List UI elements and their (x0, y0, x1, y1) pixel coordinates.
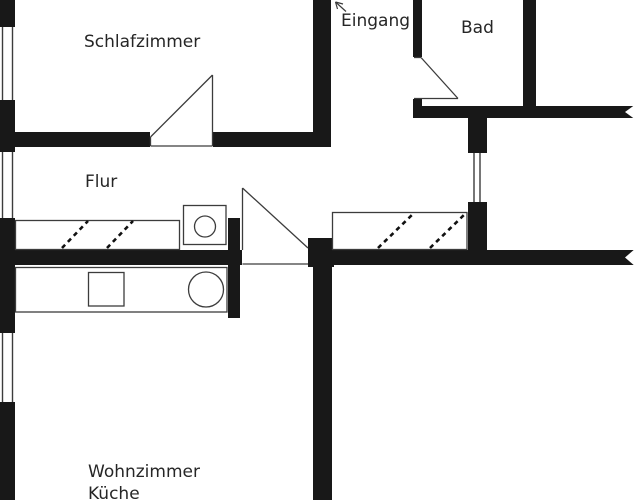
schlafzimmer-door (149, 74, 214, 147)
windows (1, 27, 481, 402)
flur-stub-wall (228, 218, 240, 318)
flur-label: Flur (85, 172, 118, 192)
wall-break-notches (625, 104, 636, 267)
doors (149, 1, 459, 265)
schlafzimmer-bottom-wall-left (15, 132, 150, 147)
outer-wall-left-upper (0, 100, 15, 152)
flur-wardrobe (14, 219, 181, 251)
wohnzimmer-kueche-label: Wohnzimmer Küche (88, 461, 200, 500)
window-wohnzimmer (1, 333, 14, 402)
window-schlafzimmer (1, 27, 14, 100)
wall-break-notch-lower (625, 248, 636, 267)
eingang-left-wall (313, 0, 331, 147)
outer-wall-left-top (0, 0, 15, 27)
fixtures (14, 204, 468, 313)
window-flur (1, 152, 14, 218)
window-mid-wall (473, 153, 481, 202)
outer-wall-left-bottom (0, 402, 15, 500)
bad-bottom-wall (413, 106, 636, 118)
lower-vertical-wall (313, 238, 332, 500)
wohnzimmer-label-line: Wohnzimmer (88, 462, 200, 482)
bad-label: Bad (461, 18, 494, 38)
bad-right-wall (523, 0, 536, 106)
kitchen-appliance (87, 271, 125, 307)
kueche-label-line: Küche (88, 484, 140, 500)
flur-bottom-wall-left (15, 250, 242, 265)
flur-bottom-wall-right (308, 250, 636, 265)
eingang-label: Eingang (341, 11, 411, 31)
bad-left-wall-top (413, 0, 422, 57)
wohnzimmer-door (241, 187, 309, 265)
outer-wall-left-middle (0, 218, 15, 333)
mid-vertical-wall-bottom (468, 202, 487, 250)
flur-wardrobe-hatch (61, 220, 134, 249)
flur-appliance (182, 204, 227, 246)
mid-vertical-wall-top (468, 118, 487, 153)
schlafzimmer-bottom-wall-right (213, 132, 331, 147)
entrance-arrow (334, 1, 347, 12)
bad-door (414, 56, 459, 100)
wall-break-notch-upper (625, 104, 636, 120)
kitchen-counter (14, 266, 228, 313)
kitchen-sink (187, 271, 225, 308)
right-wardrobe (331, 211, 468, 251)
schlafzimmer-label: Schlafzimmer (84, 32, 201, 52)
